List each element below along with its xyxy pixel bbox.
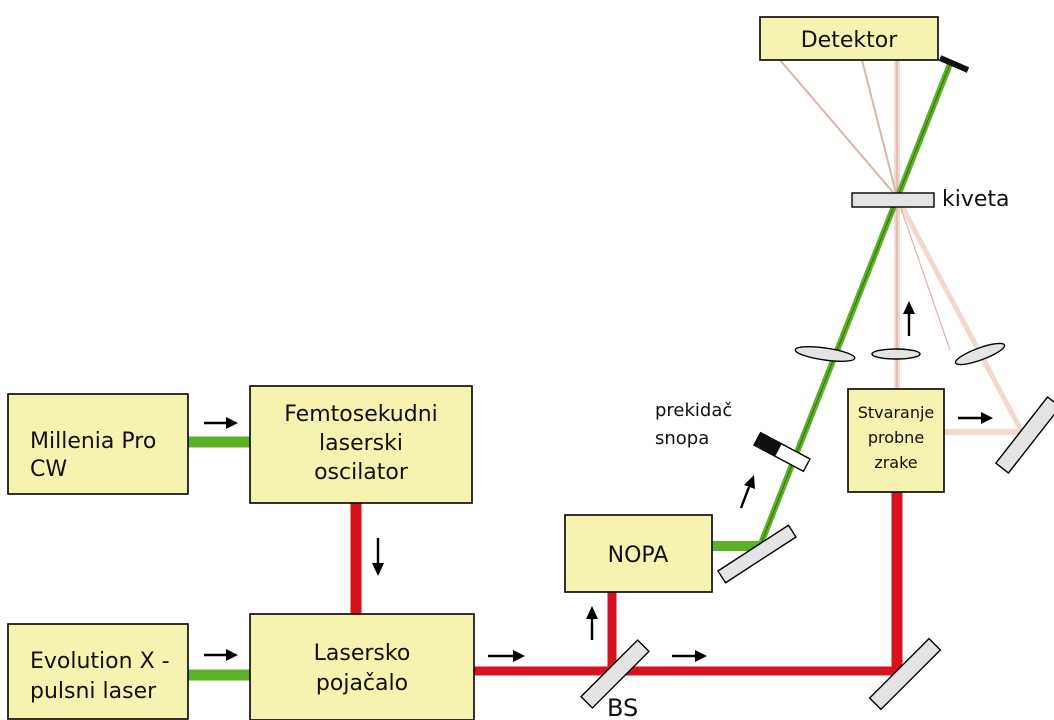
oscillator-label-line3: oscilator: [314, 460, 409, 485]
millenia-box: [7, 393, 189, 495]
lens-pump: [794, 346, 856, 362]
oscillator-box: [249, 385, 473, 504]
cuvette: [851, 192, 935, 208]
arrow-down-seed: [372, 538, 384, 576]
beam-dump: [938, 55, 970, 73]
amplifier-label-line2: pojačalo: [316, 671, 408, 696]
probe-beam-to-detector-b: [861, 59, 898, 198]
nopa-box: [564, 514, 713, 593]
detector-box: [759, 16, 939, 61]
chopper: [753, 431, 811, 473]
probe-label-line1: Stvaranje: [858, 403, 935, 422]
arrow-up-probe: [903, 301, 915, 336]
chopper-label-line1: prekidač: [655, 400, 732, 421]
arrow-right-main: [672, 650, 707, 662]
mirror-bottom-right: [868, 637, 942, 711]
arrow-right-probe-out: [958, 412, 993, 424]
millenia-label-line1: Millenia Pro: [30, 429, 156, 454]
lens-probe: [871, 348, 921, 360]
detector-label: Detektor: [801, 28, 898, 53]
chopper-label-line2: snopa: [655, 428, 709, 449]
evolution-label-line1: Evolution X -: [30, 649, 170, 674]
nopa-label: NOPA: [608, 543, 669, 568]
evolution-label-line2: pulsni laser: [30, 679, 157, 704]
arrow-right-evolution: [204, 649, 238, 661]
probe-label-line3: zrake: [874, 453, 917, 472]
amplifier-box: [249, 613, 475, 720]
amplifier-label-line1: Lasersko: [314, 641, 411, 666]
probe-beam-thin: [896, 196, 951, 351]
arrow-right-amplifier-out: [488, 650, 525, 662]
cuvette-label: kiveta: [942, 187, 1010, 212]
evolution-box: [7, 623, 189, 720]
arrow-right-pump: [204, 417, 238, 429]
probe-generation-box: [847, 388, 945, 493]
probe-beam-to-detector-a: [779, 59, 898, 198]
probe-beam-reference: [894, 195, 1025, 434]
oscillator-label-line1: Femtosekudni: [284, 402, 438, 427]
arrow-up-nopa: [586, 606, 598, 640]
beam-splitter-label: BS: [607, 694, 638, 720]
probe-label-line2: probne: [868, 428, 924, 447]
arrow-up-pump-path: [739, 475, 755, 509]
oscillator-label-line2: laserski: [319, 431, 403, 456]
beam-splitter: [580, 639, 650, 709]
lens-reference: [954, 342, 1006, 366]
mirror-nopa-output: [716, 524, 798, 584]
millenia-label-line2: CW: [30, 457, 67, 482]
